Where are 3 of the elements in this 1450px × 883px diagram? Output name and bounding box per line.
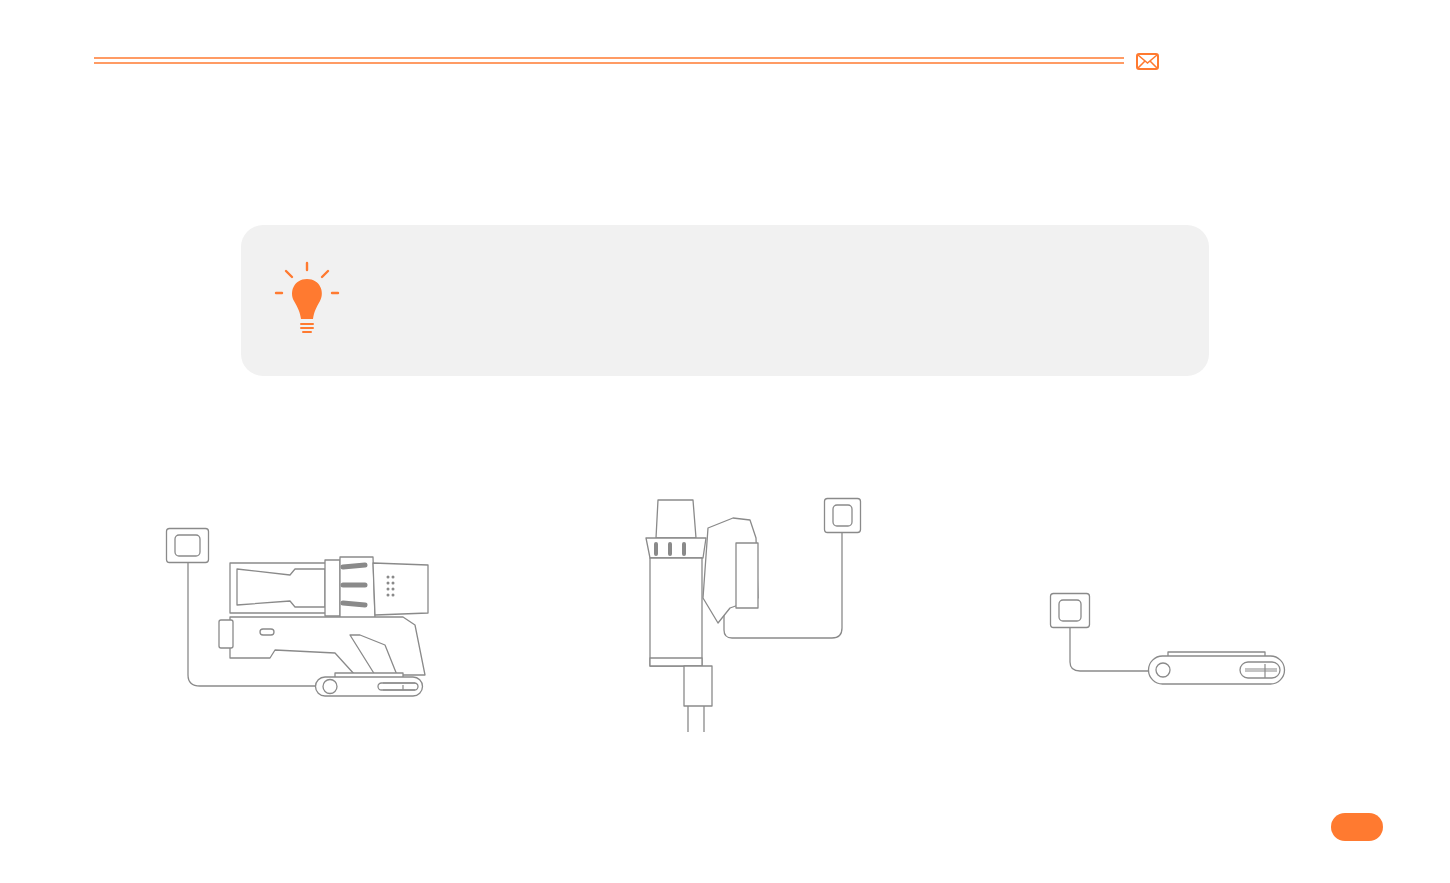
charging-cable [187,562,316,687]
charging-cable [1069,627,1149,672]
charging-cable [723,532,843,639]
